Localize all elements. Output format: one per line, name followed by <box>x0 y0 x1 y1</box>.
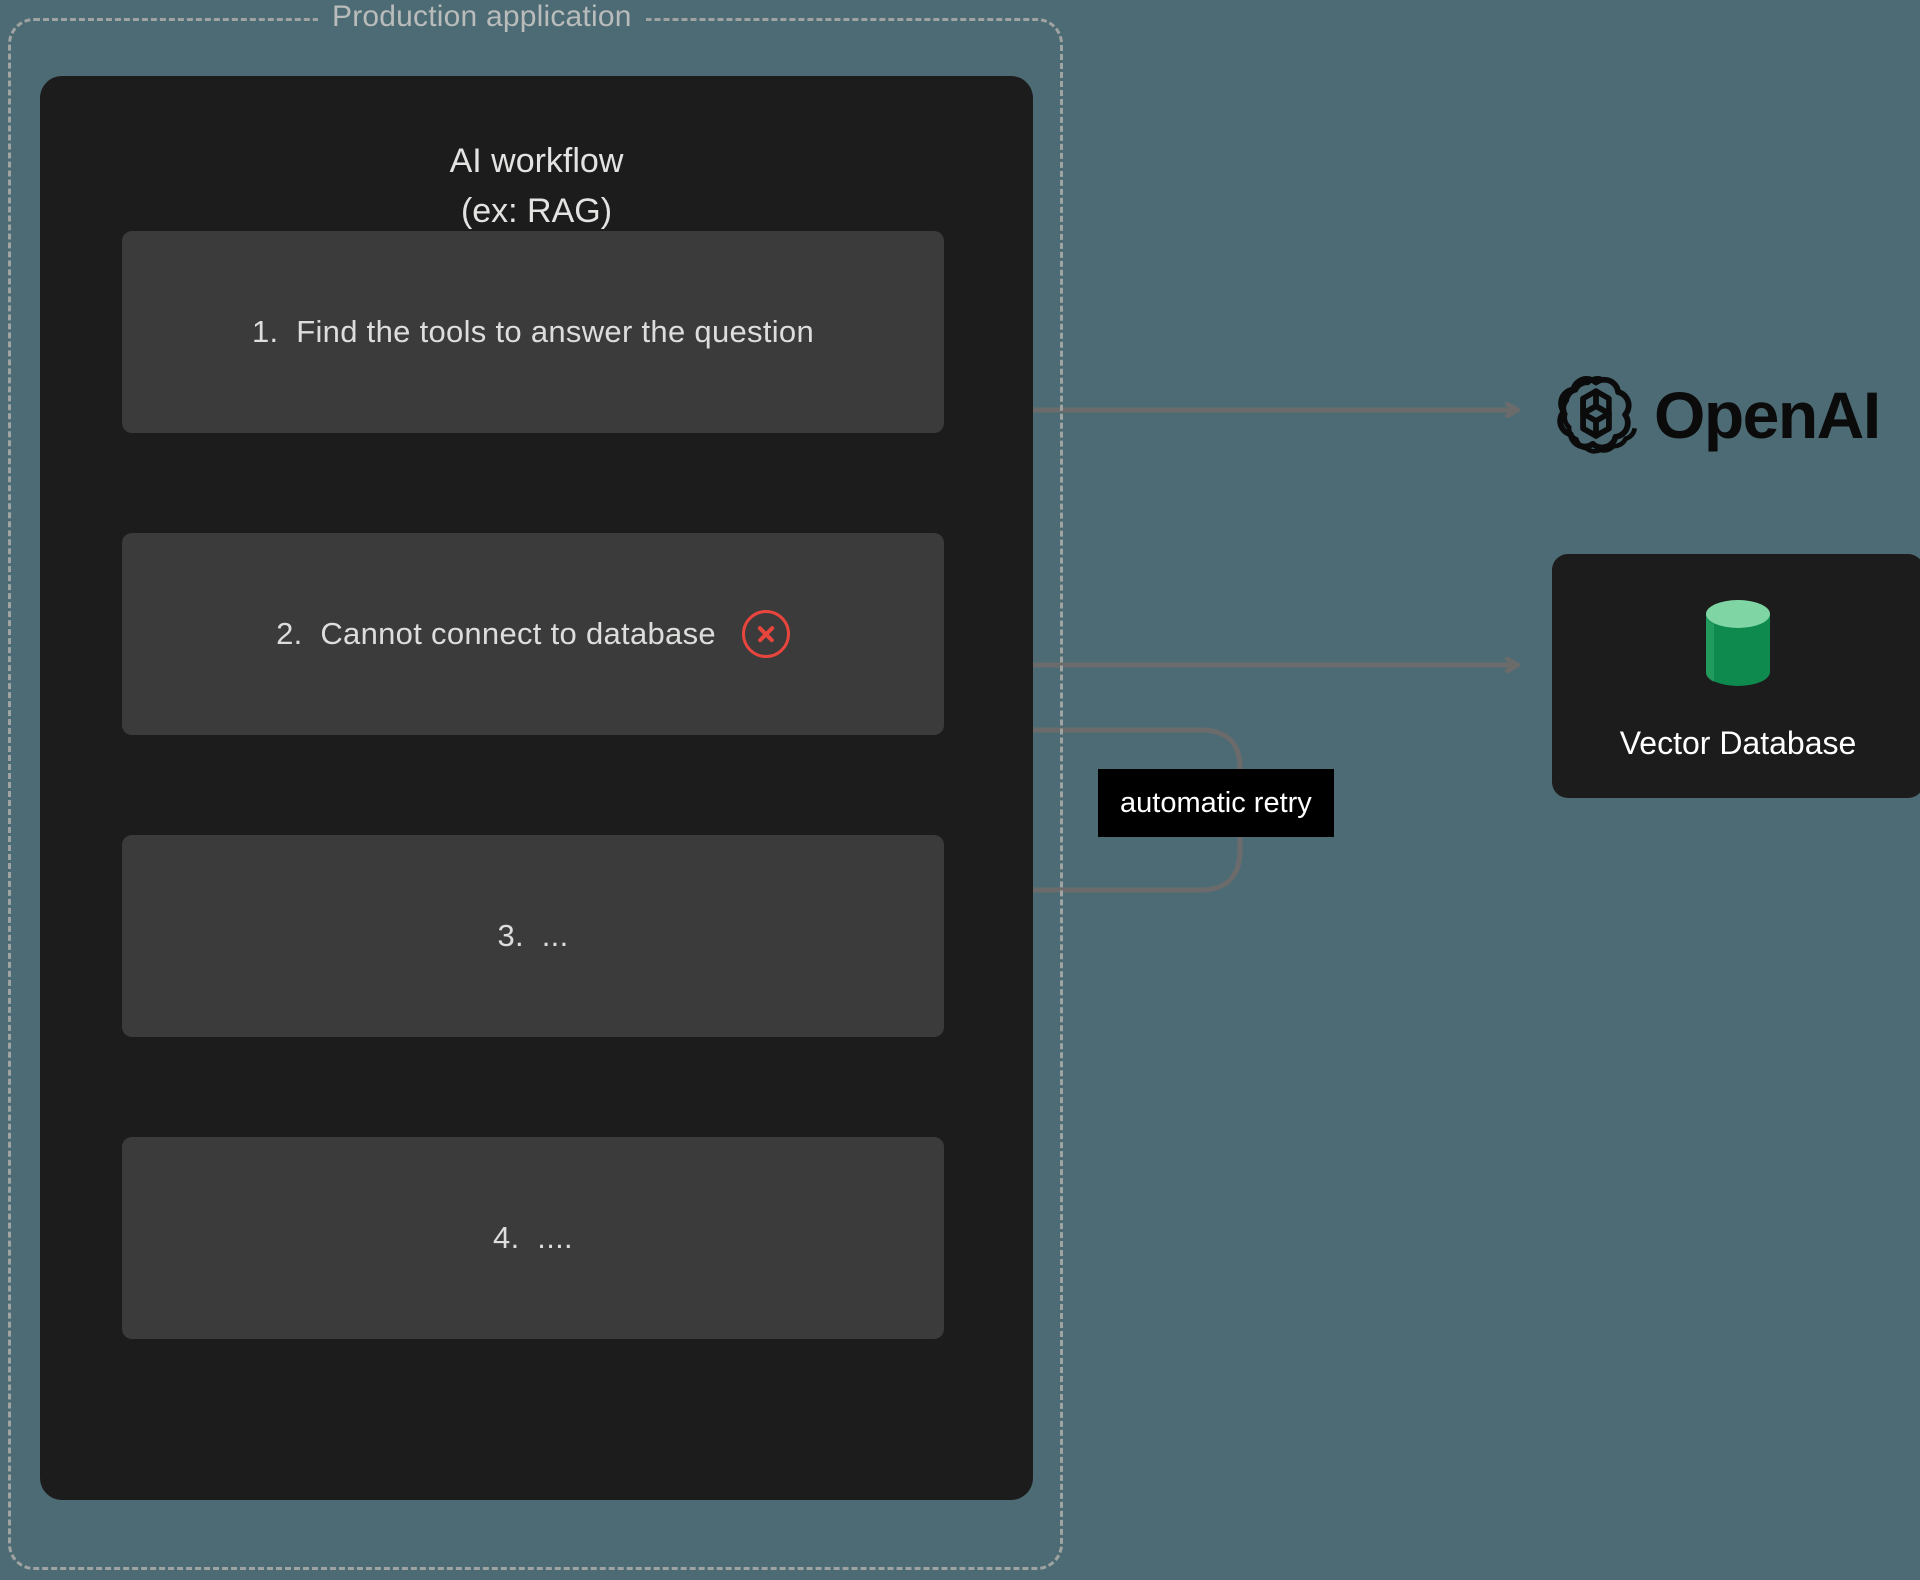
workflow-step-4-label: 4. .... <box>493 1220 573 1255</box>
circle-x-icon <box>741 610 790 658</box>
workflow-step-1-label: 1. Find the tools to answer the question <box>251 314 815 349</box>
workflow-step-2-label: 2. Cannot connect to database <box>276 616 716 651</box>
vector-database-card[interactable]: Vector Database <box>1552 554 1920 798</box>
workflow-step-2[interactable]: 2. Cannot connect to database <box>122 533 944 735</box>
database-cylinder-icon <box>1700 594 1776 697</box>
openai-wordmark: OpenAI <box>1654 377 1881 452</box>
openai-knot-icon <box>1552 368 1640 461</box>
workflow-step-4[interactable]: 4. .... <box>122 1137 944 1339</box>
production-boundary-title: Production application <box>318 0 646 36</box>
workflow-step-3[interactable]: 3. ... <box>122 835 944 1037</box>
automatic-retry-label: automatic retry <box>1098 769 1334 837</box>
openai-service[interactable]: OpenAI <box>1552 368 1881 461</box>
ai-workflow-heading: AI workflow (ex: RAG) <box>449 142 624 230</box>
workflow-step-1[interactable]: 1. Find the tools to answer the question <box>122 231 944 433</box>
workflow-step-3-label: 3. ... <box>497 918 569 953</box>
vector-database-label: Vector Database <box>1619 725 1857 761</box>
workflow-step-2-content: 2. Cannot connect to database <box>276 610 790 658</box>
